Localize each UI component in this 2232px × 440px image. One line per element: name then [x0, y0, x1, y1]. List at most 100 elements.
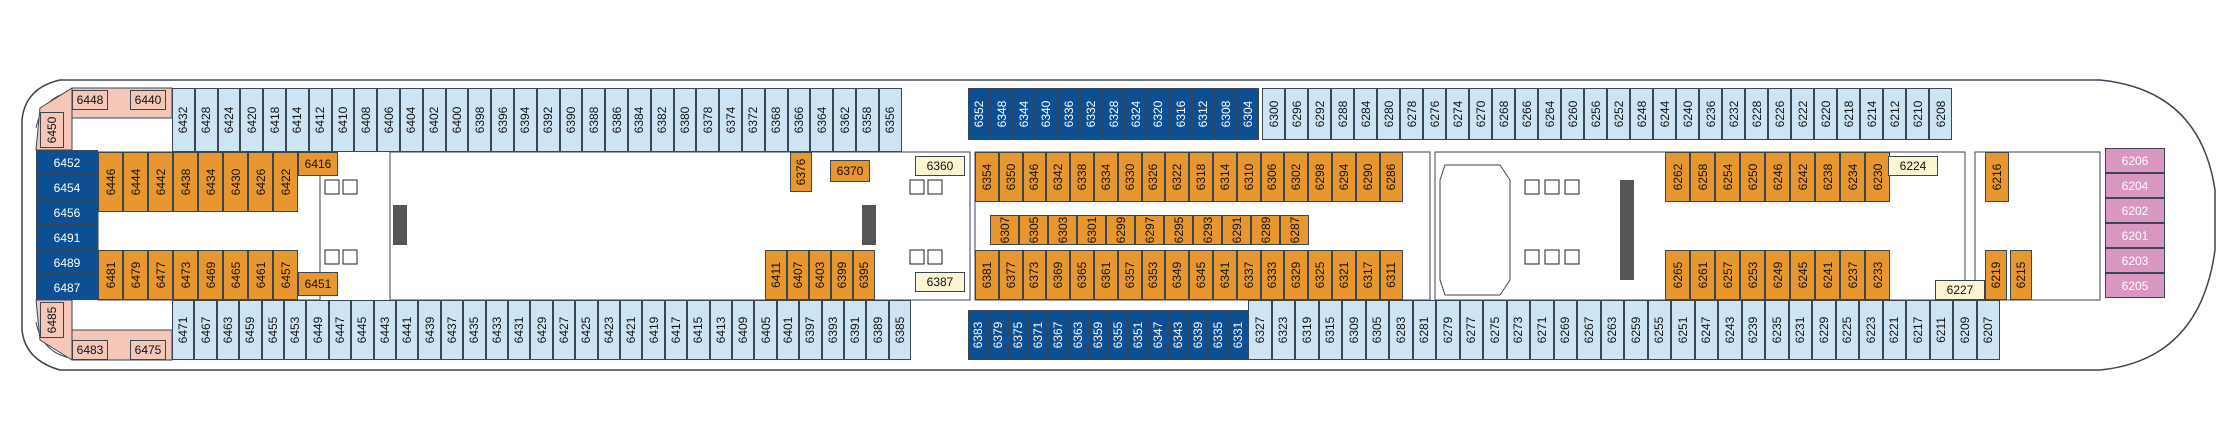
- cabin-6256[interactable]: 6256: [1584, 88, 1607, 140]
- cabin-6204[interactable]: 6204: [2105, 173, 2165, 198]
- cabin-6237[interactable]: 6237: [1840, 250, 1865, 300]
- cabin-6369[interactable]: 6369: [1046, 250, 1071, 300]
- cabin-6392[interactable]: 6392: [536, 88, 560, 152]
- cabin-6360[interactable]: 6360: [915, 156, 965, 176]
- cabin-6261[interactable]: 6261: [1690, 250, 1715, 300]
- cabin-6437[interactable]: 6437: [440, 300, 464, 360]
- cabin-6322[interactable]: 6322: [1165, 152, 1190, 202]
- cabin-6426[interactable]: 6426: [248, 152, 273, 212]
- cabin-6444[interactable]: 6444: [123, 152, 148, 212]
- cabin-6229[interactable]: 6229: [1812, 300, 1836, 360]
- cabin-6408[interactable]: 6408: [354, 88, 378, 152]
- cabin-6239[interactable]: 6239: [1741, 300, 1765, 360]
- cabin-6300[interactable]: 6300: [1262, 88, 1285, 140]
- cabin-6395[interactable]: 6395: [853, 250, 875, 300]
- cabin-6248[interactable]: 6248: [1630, 88, 1653, 140]
- cabin-6377[interactable]: 6377: [998, 250, 1023, 300]
- cabin-6216[interactable]: 6216: [1985, 152, 2009, 202]
- cabin-6336[interactable]: 6336: [1057, 88, 1080, 140]
- cabin-6228[interactable]: 6228: [1745, 88, 1768, 140]
- cabin-6280[interactable]: 6280: [1377, 88, 1400, 140]
- cabin-6450[interactable]: 6450: [40, 112, 64, 148]
- cabin-6352[interactable]: 6352: [968, 88, 991, 140]
- cabin-6422[interactable]: 6422: [273, 152, 298, 212]
- cabin-6429[interactable]: 6429: [530, 300, 553, 360]
- cabin-6477[interactable]: 6477: [148, 250, 173, 300]
- cabin-6217[interactable]: 6217: [1906, 300, 1930, 360]
- cabin-6236[interactable]: 6236: [1699, 88, 1722, 140]
- cabin-6433[interactable]: 6433: [485, 300, 508, 360]
- cabin-6264[interactable]: 6264: [1538, 88, 1561, 140]
- cabin-6252[interactable]: 6252: [1607, 88, 1630, 140]
- cabin-6333[interactable]: 6333: [1260, 250, 1285, 300]
- cabin-6274[interactable]: 6274: [1446, 88, 1469, 140]
- cabin-6489[interactable]: 6489: [36, 250, 98, 275]
- cabin-6351[interactable]: 6351: [1128, 310, 1148, 360]
- cabin-6414[interactable]: 6414: [286, 88, 309, 152]
- cabin-6327[interactable]: 6327: [1248, 300, 1272, 360]
- cabin-6370[interactable]: 6370: [830, 160, 870, 182]
- cabin-6467[interactable]: 6467: [194, 300, 217, 360]
- cabin-6262[interactable]: 6262: [1665, 152, 1690, 202]
- cabin-6421[interactable]: 6421: [620, 300, 643, 360]
- cabin-6324[interactable]: 6324: [1124, 88, 1148, 140]
- cabin-6260[interactable]: 6260: [1561, 88, 1584, 140]
- cabin-6293[interactable]: 6293: [1193, 215, 1222, 245]
- cabin-6338[interactable]: 6338: [1070, 152, 1094, 202]
- cabin-6299[interactable]: 6299: [1106, 215, 1135, 245]
- cabin-6440[interactable]: 6440: [130, 90, 166, 110]
- cabin-6348[interactable]: 6348: [990, 88, 1013, 140]
- cabin-6316[interactable]: 6316: [1169, 88, 1192, 140]
- cabin-6485[interactable]: 6485: [40, 302, 64, 338]
- cabin-6203[interactable]: 6203: [2105, 248, 2165, 273]
- cabin-6364[interactable]: 6364: [810, 88, 834, 152]
- cabin-6226[interactable]: 6226: [1768, 88, 1791, 140]
- cabin-6439[interactable]: 6439: [418, 300, 441, 360]
- cabin-6425[interactable]: 6425: [575, 300, 598, 360]
- cabin-6438[interactable]: 6438: [173, 152, 198, 212]
- cabin-6418[interactable]: 6418: [263, 88, 286, 152]
- cabin-6404[interactable]: 6404: [400, 88, 423, 152]
- cabin-6359[interactable]: 6359: [1088, 310, 1108, 360]
- cabin-6219[interactable]: 6219: [1985, 250, 2007, 300]
- cabin-6424[interactable]: 6424: [217, 88, 241, 152]
- cabin-6328[interactable]: 6328: [1102, 88, 1125, 140]
- cabin-6389[interactable]: 6389: [866, 300, 889, 360]
- cabin-6208[interactable]: 6208: [1929, 88, 1952, 140]
- cabin-6255[interactable]: 6255: [1647, 300, 1671, 360]
- cabin-6407[interactable]: 6407: [787, 250, 809, 300]
- cabin-6278[interactable]: 6278: [1400, 88, 1423, 140]
- cabin-6465[interactable]: 6465: [223, 250, 248, 300]
- cabin-6288[interactable]: 6288: [1331, 88, 1354, 140]
- cabin-6323[interactable]: 6323: [1271, 300, 1295, 360]
- cabin-6434[interactable]: 6434: [198, 152, 223, 212]
- cabin-6388[interactable]: 6388: [582, 88, 606, 152]
- cabin-6304[interactable]: 6304: [1236, 88, 1260, 140]
- cabin-6355[interactable]: 6355: [1108, 310, 1128, 360]
- cabin-6368[interactable]: 6368: [764, 88, 788, 152]
- cabin-6224[interactable]: 6224: [1888, 156, 1938, 176]
- cabin-6253[interactable]: 6253: [1740, 250, 1765, 300]
- cabin-6266[interactable]: 6266: [1515, 88, 1538, 140]
- cabin-6367[interactable]: 6367: [1048, 310, 1068, 360]
- cabin-6459[interactable]: 6459: [239, 300, 262, 360]
- cabin-6397[interactable]: 6397: [799, 300, 822, 360]
- cabin-6337[interactable]: 6337: [1236, 250, 1261, 300]
- cabin-6297[interactable]: 6297: [1135, 215, 1164, 245]
- cabin-6291[interactable]: 6291: [1222, 215, 1251, 245]
- cabin-6281[interactable]: 6281: [1412, 300, 1436, 360]
- cabin-6435[interactable]: 6435: [463, 300, 486, 360]
- cabin-6403[interactable]: 6403: [809, 250, 831, 300]
- cabin-6270[interactable]: 6270: [1469, 88, 1492, 140]
- cabin-6457[interactable]: 6457: [273, 250, 298, 300]
- cabin-6218[interactable]: 6218: [1837, 88, 1860, 140]
- cabin-6244[interactable]: 6244: [1653, 88, 1676, 140]
- cabin-6319[interactable]: 6319: [1295, 300, 1319, 360]
- cabin-6491[interactable]: 6491: [36, 225, 98, 250]
- cabin-6357[interactable]: 6357: [1117, 250, 1142, 300]
- cabin-6238[interactable]: 6238: [1815, 152, 1840, 202]
- cabin-6456[interactable]: 6456: [36, 200, 98, 225]
- cabin-6232[interactable]: 6232: [1722, 88, 1745, 140]
- cabin-6446[interactable]: 6446: [98, 152, 123, 212]
- cabin-6273[interactable]: 6273: [1506, 300, 1530, 360]
